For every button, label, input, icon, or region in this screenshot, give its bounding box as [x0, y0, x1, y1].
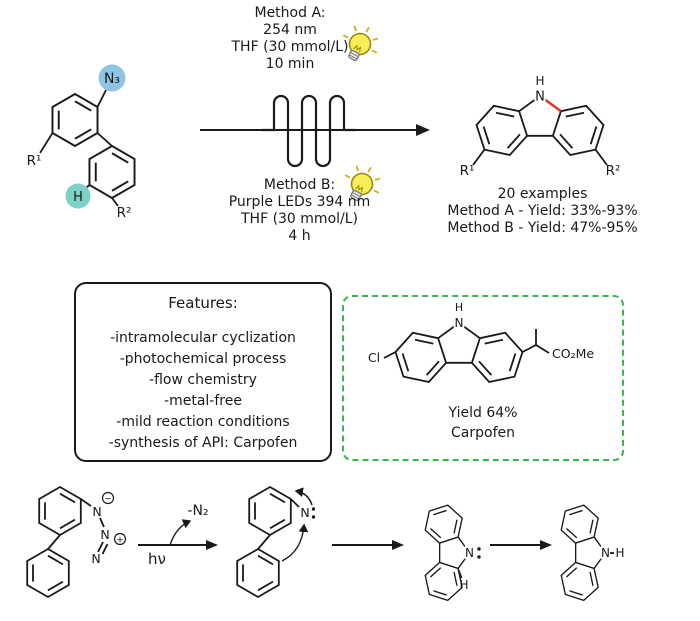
cyclized-intermediate-structure: N H [424, 504, 481, 602]
yield-method-a: Method A - Yield: 33%-93% [447, 203, 638, 219]
feature-item: -mild reaction conditions [116, 414, 290, 430]
electron-push-arrow [281, 523, 309, 562]
ring [248, 486, 292, 536]
final-carbazole-rings [560, 504, 607, 602]
electron-push-arrow [294, 487, 313, 506]
nitrene-structure: N [236, 486, 316, 598]
azide-n1-label: N [92, 504, 101, 519]
product-nh-label: H [535, 74, 544, 88]
azide-n3-label: N [91, 551, 100, 566]
method-a-wavelength: 254 nm [263, 22, 317, 38]
ring [26, 548, 70, 598]
hv-label: hν [148, 550, 166, 568]
r1-label: R¹ [27, 153, 42, 169]
feature-item: -photochemical process [119, 351, 287, 367]
minus-charge-icon [101, 491, 115, 505]
ring [236, 548, 280, 598]
ch-highlight-circle [65, 183, 91, 209]
carpofen-yield: Yield 64% [448, 405, 518, 421]
azide-label: N₃ [104, 71, 120, 87]
carpofen-carbazole-rings [394, 322, 524, 383]
product-carbazole-rings [475, 95, 605, 156]
reactant-ring-top [51, 93, 99, 147]
cl-label: Cl [368, 350, 380, 365]
n2-loss-arrow [169, 519, 192, 546]
feature-item: -metal-free [164, 393, 242, 409]
minus-charge-label: − [104, 495, 112, 505]
azide-highlight-circle [98, 64, 126, 92]
method-b-conditions: Method B: Purple LEDs 394 nm THF (30 mmo… [212, 177, 387, 245]
product-structure: N H R¹ R² [460, 74, 621, 179]
ch-bond [457, 569, 463, 579]
azide-n2-label: N [100, 527, 109, 542]
r2-label: R² [117, 205, 132, 221]
carpofen-nh-label: H [455, 301, 463, 314]
intermediate-n-label: N [465, 546, 474, 560]
carpofen-n-label: N [455, 316, 464, 330]
product-n-label: N [535, 90, 545, 105]
bonds [47, 498, 109, 555]
ring [38, 486, 82, 536]
reactant-ring-bottom [88, 145, 136, 199]
mechanism-arrow-3 [490, 540, 552, 550]
photolysis-arrow: hν -N₂ [138, 503, 218, 568]
reaction-arrow [200, 124, 430, 136]
features-list: -intramolecular cyclization -photochemic… [76, 328, 330, 454]
carpofen-structure: Cl N H CO₂Me [368, 301, 594, 383]
carbazole-product-structure: N H [560, 504, 625, 602]
method-b-light: Purple LEDs 394 nm [228, 194, 371, 210]
method-a-title: Method A: [254, 5, 326, 21]
plus-charge-icon [113, 532, 127, 546]
azidobiphenyl-structure: N N N − + [26, 486, 127, 598]
bonds [39, 89, 119, 207]
carpofen-box: Cl N H CO₂Me Yield 64% Carpofen [342, 295, 624, 461]
product-r1-label: R¹ [460, 163, 475, 179]
plus-charge-label: + [116, 536, 124, 546]
method-a-time: 10 min [265, 56, 315, 72]
feature-item: -intramolecular cyclization [110, 330, 296, 346]
nitrene-n-label: N [300, 505, 309, 520]
bonds [383, 329, 550, 359]
method-a-solvent: THF (30 mmol/L) [231, 39, 349, 55]
feature-item: -flow chemistry [149, 372, 257, 388]
new-cn-bond-red [539, 94, 562, 113]
ch-label: H [73, 190, 83, 205]
method-a-conditions: Method A: 254 nm THF (30 mmol/L) 10 min [210, 5, 370, 73]
product-r2-label: R² [606, 163, 621, 179]
method-b-time: 4 h [288, 228, 311, 244]
results-summary: 20 examples Method A - Yield: 33%-93% Me… [420, 186, 665, 237]
mechanism-arrow-2 [332, 540, 404, 550]
final-n-label: N [601, 546, 610, 560]
intermediate-h-label: H [459, 578, 468, 592]
reaction-scheme-canvas: N₃ H R¹ R² N H R¹ R² [27, 17, 621, 221]
carpofen-name: Carpofen [451, 425, 515, 441]
bonds [257, 498, 300, 550]
mechanism-canvas: N N N − + hν -N₂ N [26, 486, 625, 602]
lone-pair-dots [311, 507, 316, 519]
final-h-label: H [615, 546, 624, 560]
n2-loss-label: -N₂ [187, 503, 208, 519]
feature-item: -synthesis of API: Carpofen [108, 435, 298, 451]
features-box: Features: -intramolecular cyclization -p… [74, 282, 332, 462]
ester-label: CO₂Me [552, 346, 594, 361]
flow-reactor-coil [262, 94, 356, 168]
lone-pair-dots [477, 547, 481, 559]
reactant-structure: N₃ H R¹ R² [27, 64, 136, 221]
yield-method-b: Method B - Yield: 47%-95% [447, 220, 638, 236]
method-b-solvent: THF (30 mmol/L) [240, 211, 359, 227]
bonds [472, 149, 608, 166]
examples-count: 20 examples [497, 186, 588, 202]
method-b-title: Method B: [263, 177, 336, 193]
features-title: Features: [168, 294, 238, 312]
